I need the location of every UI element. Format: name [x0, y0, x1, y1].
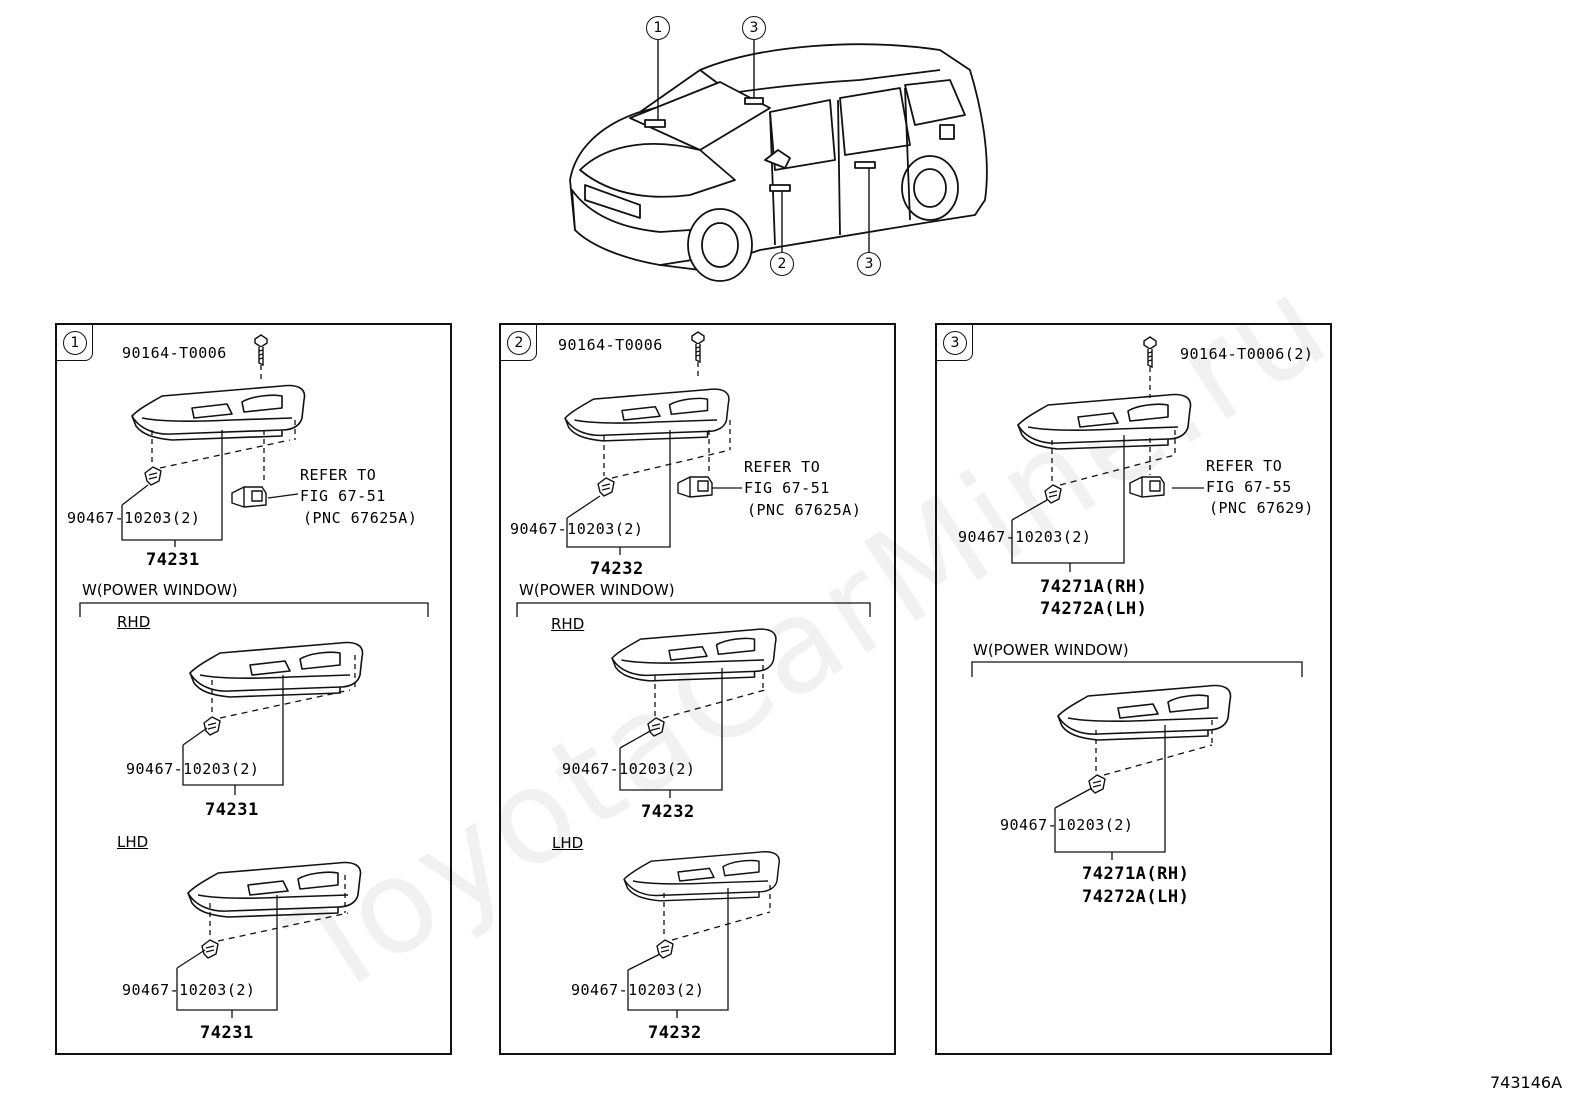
callout-2-bottom: 2: [770, 252, 794, 276]
bolt-part-number: 90164-T0006: [558, 336, 663, 354]
panel-3: 3: [935, 323, 1332, 1055]
callout-1-top: 1: [646, 16, 670, 40]
refer-line-2: FIG 67-51: [744, 479, 830, 497]
refer-line-1: REFER TO: [744, 458, 821, 476]
panel-index-circle: 1: [63, 331, 87, 355]
power-window-label: W(POWER WINDOW): [82, 581, 238, 599]
assembly-part-number-pw-lh: 74272A(LH): [1082, 887, 1190, 907]
refer-line-2: FIG 67-51: [300, 487, 386, 505]
panel-index: 2: [501, 325, 537, 361]
panel-index-circle: 3: [943, 331, 967, 355]
assembly-part-number: 74231: [146, 550, 200, 570]
refer-line-3: (PNC 67625A): [303, 509, 418, 527]
clip-part-number-pw: 90467-10203(2): [1000, 816, 1134, 834]
callout-3-bottom: 3: [857, 252, 881, 276]
assembly-part-number-pw-rh: 74271A(RH): [1082, 864, 1190, 884]
clip-part-number: 90467-10203(2): [67, 509, 201, 527]
panel-index: 1: [57, 325, 93, 361]
diagram-code: 743146A: [1490, 1073, 1563, 1092]
assembly-part-number-rhd: 74232: [641, 802, 695, 822]
assembly-part-number-rhd: 74231: [205, 800, 259, 820]
refer-line-3: (PNC 67625A): [747, 501, 862, 519]
panel-2: 2: [499, 323, 896, 1055]
assembly-part-number-lh: 74272A(LH): [1040, 599, 1148, 619]
power-window-label: W(POWER WINDOW): [519, 581, 675, 599]
lhd-label: LHD: [552, 834, 584, 852]
assembly-part-number: 74232: [590, 559, 644, 579]
assembly-part-number-rh: 74271A(RH): [1040, 577, 1148, 597]
clip-part-number-lhd: 90467-10203(2): [571, 981, 705, 999]
refer-line-1: REFER TO: [300, 466, 377, 484]
refer-line-1: REFER TO: [1206, 457, 1283, 475]
clip-part-number-rhd: 90467-10203(2): [126, 760, 260, 778]
panel-index: 3: [937, 325, 973, 361]
clip-part-number: 90467-10203(2): [958, 528, 1092, 546]
rhd-label: RHD: [551, 615, 585, 633]
callout-3-top: 3: [742, 16, 766, 40]
power-window-label: W(POWER WINDOW): [973, 641, 1129, 659]
assembly-part-number-lhd: 74232: [648, 1023, 702, 1043]
assembly-part-number-lhd: 74231: [200, 1023, 254, 1043]
refer-line-2: FIG 67-55: [1206, 478, 1292, 496]
rhd-label: RHD: [117, 613, 151, 631]
bolt-part-number: 90164-T0006: [122, 344, 227, 362]
clip-part-number: 90467-10203(2): [510, 520, 644, 538]
bolt-part-number: 90164-T0006(2): [1180, 345, 1314, 363]
lhd-label: LHD: [117, 833, 149, 851]
clip-part-number-lhd: 90467-10203(2): [122, 981, 256, 999]
refer-line-3: (PNC 67629): [1209, 499, 1314, 517]
panel-index-circle: 2: [507, 331, 531, 355]
clip-part-number-rhd: 90467-10203(2): [562, 760, 696, 778]
panel-1: 1: [55, 323, 452, 1055]
